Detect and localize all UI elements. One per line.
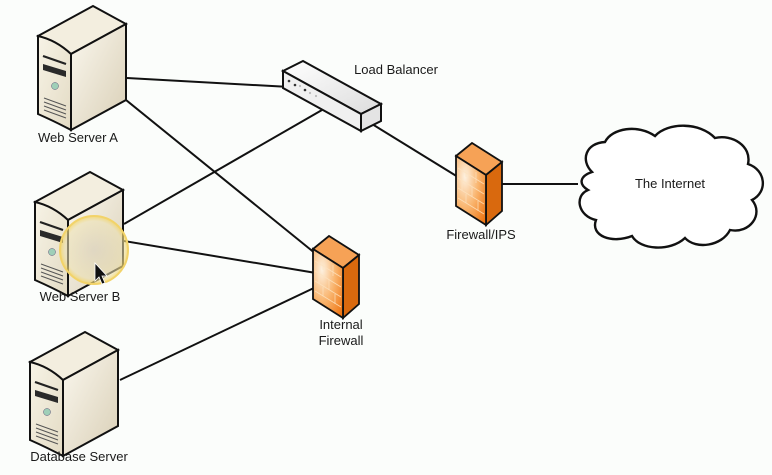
load-balancer-label: Load Balancer	[354, 62, 438, 77]
edge-web-b-to-internal-firewall	[123, 240, 317, 274]
internal-firewall-icon[interactable]	[311, 234, 361, 320]
web-server-a-icon[interactable]	[35, 4, 129, 132]
firewall-ips-label: Firewall/IPS	[446, 227, 516, 242]
web-server-b-label: Web Server B	[39, 289, 121, 304]
load-balancer-icon[interactable]	[280, 59, 384, 133]
edge-web-a-to-load-balancer	[125, 77, 291, 88]
internet-cloud-icon[interactable]	[578, 124, 764, 249]
database-server-label: Database Server	[30, 449, 128, 464]
connections	[119, 77, 578, 381]
web-server-a-label: Web Server A	[38, 130, 118, 145]
database-server-icon[interactable]	[27, 330, 121, 458]
mouse-cursor-icon	[94, 261, 108, 285]
edge-load-balancer-to-firewall-ips	[371, 123, 459, 178]
internal-firewall-label-line2: Firewall	[318, 333, 364, 348]
internal-firewall-label-line1: Internal	[319, 317, 363, 332]
internet-label: The Internet	[634, 176, 706, 191]
edge-database-to-internal-firewall	[119, 286, 317, 381]
firewall-ips-icon[interactable]	[454, 141, 504, 227]
cursor-highlight	[59, 215, 129, 285]
edge-web-b-to-load-balancer	[123, 109, 323, 225]
edge-web-a-to-internal-firewall	[125, 99, 317, 255]
